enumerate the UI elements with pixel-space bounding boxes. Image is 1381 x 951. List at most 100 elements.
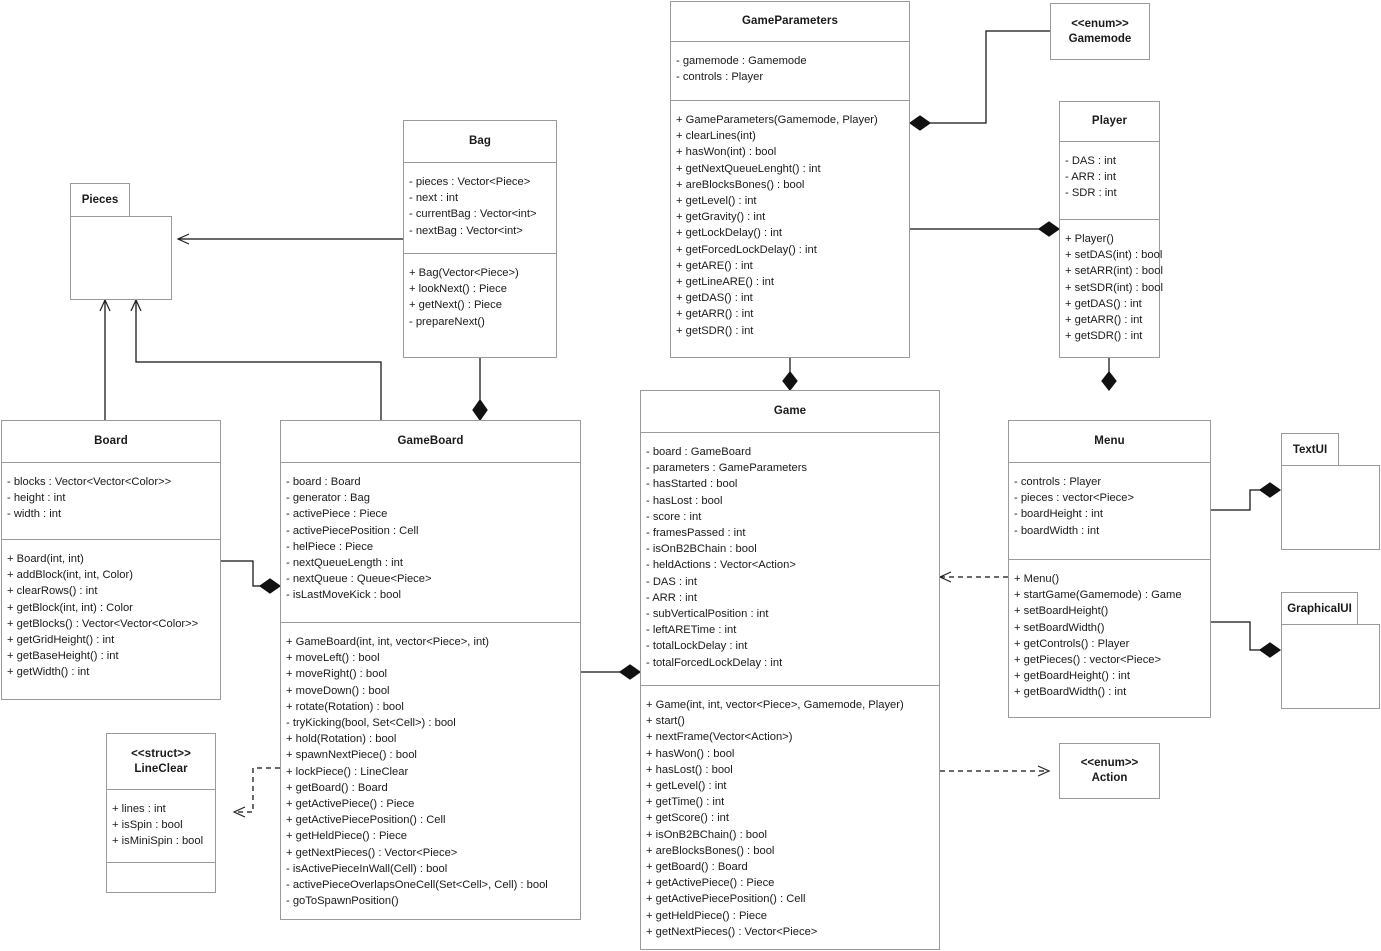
attribute: - DAS : int: [646, 575, 697, 588]
class-menu-title: Menu: [1094, 435, 1125, 448]
method: + setARR(int) : bool: [1065, 265, 1163, 278]
attribute: - gamemode : Gamemode: [676, 55, 807, 67]
class-gameparameters[interactable]: GameParameters - gamemode : Gamemode - c…: [670, 1, 910, 358]
attribute: - board : GameBoard: [646, 446, 752, 458]
method: + getActivePiece() : Piece: [646, 877, 775, 890]
class-lineclear-attributes: + lines : int + isSpin : bool + isMiniSp…: [107, 789, 215, 862]
class-player[interactable]: Player - DAS : int - ARR : int - SDR : i…: [1059, 101, 1163, 358]
attribute: - heldActions : Vector<Action>: [646, 559, 796, 572]
method: + lockPiece() : LineClear: [286, 765, 409, 778]
method: + hasWon(int) : bool: [676, 146, 777, 159]
class-gameboard-title: GameBoard: [397, 435, 464, 448]
attribute: - framesPassed : int: [646, 527, 746, 540]
method: + getTime() : int: [646, 796, 725, 809]
class-gameboard[interactable]: GameBoard - board : Board - generator : …: [280, 420, 581, 920]
method: + hasLost() : bool: [646, 763, 733, 776]
method: + Menu(): [1014, 573, 1060, 585]
attribute: - parameters : GameParameters: [646, 462, 808, 475]
attribute: - ARR : int: [1065, 171, 1116, 184]
class-player-title: Player: [1091, 115, 1128, 128]
method: + areBlocksBones() : bool: [646, 844, 775, 857]
method: + getNextPieces() : Vector<Piece>: [286, 846, 458, 859]
method: + getScore() : int: [646, 812, 730, 825]
attribute: - hasLost : bool: [646, 494, 723, 507]
method: + getBoardHeight() : int: [1014, 670, 1130, 683]
attribute: - helPiece : Piece: [286, 540, 374, 553]
class-board-title: Board: [94, 435, 128, 448]
method: + getARR() : int: [1065, 314, 1143, 327]
class-board-methods: + Board(int, int) + addBlock(int, int, C…: [2, 539, 220, 699]
attribute: - width : int: [7, 508, 62, 521]
method: + getGridHeight() : int: [7, 634, 115, 647]
method: + nextFrame(Vector<Action>): [646, 731, 793, 744]
method: + getLevel() : int: [676, 195, 757, 208]
method: + getSDR() : int: [676, 324, 754, 337]
class-lineclear[interactable]: <<struct>> LineClear + lines : int + isS…: [106, 733, 216, 893]
method: - tryKicking(bool, Set<Cell>) : bool: [286, 717, 456, 730]
method: + getGravity() : int: [676, 211, 766, 224]
attribute: - SDR : int: [1065, 187, 1117, 200]
class-game[interactable]: Game - board : GameBoard - parameters : …: [640, 390, 940, 950]
diamond-gameparameters-player: [1037, 221, 1061, 237]
method: + getBoardWidth() : int: [1014, 686, 1127, 699]
class-bag-title: Bag: [468, 135, 492, 148]
method: + getARE() : int: [676, 259, 753, 272]
attribute: - blocks : Vector<Vector<Color>>: [7, 476, 172, 488]
class-graphicalui[interactable]: GraphicalUI: [1281, 592, 1380, 709]
class-game-attributes: - board : GameBoard - parameters : GameP…: [641, 432, 939, 685]
edge-gameparameters-gamemode: [930, 30, 1050, 124]
class-name-label: Action: [1091, 772, 1128, 784]
attribute: - activePiecePosition : Cell: [286, 524, 419, 537]
attribute: - hasStarted : bool: [646, 478, 738, 491]
class-gameparameters-methods: + GameParameters(Gamemode, Player) + cle…: [671, 100, 909, 358]
class-pieces[interactable]: Pieces: [70, 183, 172, 300]
diamond-bag-gameboard: [472, 398, 488, 422]
attribute: + isSpin : bool: [112, 819, 183, 832]
method: + Board(int, int): [7, 553, 84, 565]
attribute: - activePiece : Piece: [286, 508, 388, 521]
method: + hold(Rotation) : bool: [286, 733, 397, 746]
method: + getForcedLockDelay() : int: [676, 243, 817, 256]
method: + getHeldPiece() : Piece: [286, 830, 407, 843]
class-textui[interactable]: TextUI: [1281, 433, 1380, 550]
method: + setBoardWidth(): [1014, 621, 1105, 634]
attribute: - currentBag : Vector<int>: [409, 208, 537, 221]
stereotype-label: <<enum>>: [1080, 757, 1139, 770]
method: - goToSpawnPosition(): [286, 895, 399, 908]
attribute: - controls : Player: [1014, 476, 1102, 488]
method: + getPieces() : vector<Piece>: [1014, 654, 1162, 667]
class-textui-title: TextUI: [1281, 433, 1339, 466]
method: + areBlocksBones() : bool: [676, 178, 805, 191]
class-lineclear-methods: [107, 862, 215, 892]
attribute: - pieces : vector<Piece>: [1014, 492, 1135, 505]
method: + moveLeft() : bool: [286, 652, 380, 665]
diamond-gameparameters-game: [782, 370, 798, 392]
method: + getARR() : int: [676, 308, 754, 321]
class-menu[interactable]: Menu - controls : Player - pieces : vect…: [1008, 420, 1211, 718]
edge-gameboard-pieces: [130, 298, 382, 424]
class-bag-methods: + Bag(Vector<Piece>) + lookNext() : Piec…: [404, 253, 556, 358]
class-graphicalui-body: [1281, 624, 1380, 709]
method: + getLineARE() : int: [676, 276, 774, 289]
method: + isOnB2BChain() : bool: [646, 828, 767, 841]
class-board[interactable]: Board - blocks : Vector<Vector<Color>> -…: [1, 420, 221, 700]
edge-menu-graphicalui: [1211, 621, 1262, 651]
class-bag[interactable]: Bag - pieces : Vector<Piece> - next : in…: [403, 120, 557, 358]
attribute: - height : int: [7, 492, 66, 505]
attribute: - controls : Player: [676, 71, 764, 84]
class-pieces-body: [70, 216, 172, 300]
class-textui-body: [1281, 465, 1380, 550]
class-name-label: LineClear: [134, 762, 188, 775]
edge-gameboard-lineclear: [232, 767, 280, 818]
class-pieces-title: Pieces: [70, 183, 130, 217]
diamond-board-gameboard: [258, 578, 282, 594]
class-menu-methods: + Menu() + startGame(Gamemode) : Game + …: [1009, 559, 1210, 719]
class-gamemode[interactable]: <<enum>> Gamemode: [1050, 3, 1150, 60]
class-action[interactable]: <<enum>> Action: [1059, 743, 1160, 799]
method: + getBoard() : Board: [646, 861, 748, 874]
class-lineclear-title: <<struct>> LineClear: [107, 734, 215, 789]
attribute: - leftARETime : int: [646, 624, 737, 637]
class-gameparameters-title: GameParameters: [741, 15, 839, 28]
class-gameboard-attributes: - board : Board - generator : Bag - acti…: [281, 462, 580, 622]
